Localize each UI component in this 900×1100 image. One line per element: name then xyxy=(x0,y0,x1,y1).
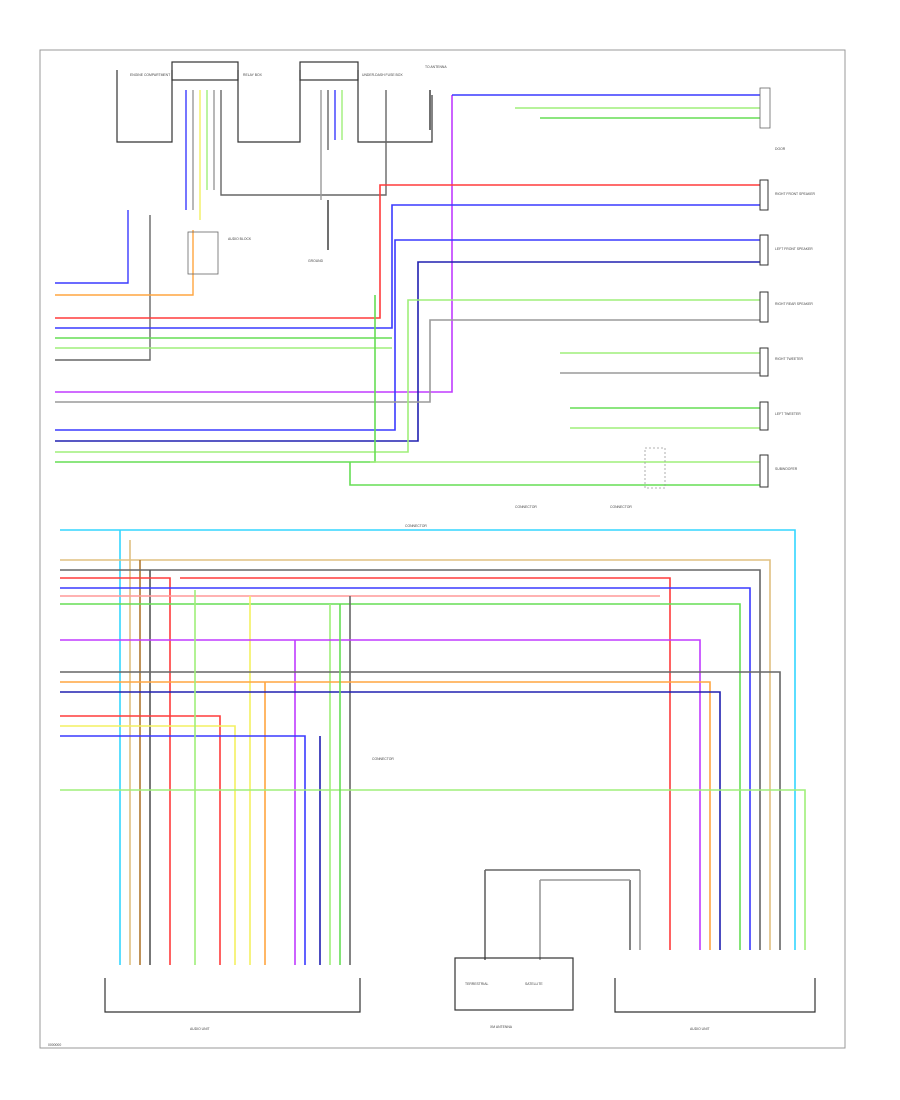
right-tweeter: RIGHT TWEETER xyxy=(759,347,803,377)
speaker-2: LEFT FRONT SPEAKER xyxy=(759,234,813,266)
footer-code: 0000000 xyxy=(48,1043,61,1047)
terrestrial-label: TERRESTRIAL xyxy=(465,982,488,986)
speaker-2-label: LEFT FRONT SPEAKER xyxy=(775,247,813,251)
junction-box xyxy=(644,447,666,489)
subwoofer: SUBWOOFER xyxy=(759,454,798,488)
module-left xyxy=(116,70,173,143)
connector-label: CONNECTOR xyxy=(372,757,394,761)
resistor-label: AUDIO BLOCK xyxy=(228,237,252,241)
speaker-3-label: RIGHT REAR SPEAKER xyxy=(775,302,813,306)
module-label-1: ENGINE COMPARTMENT xyxy=(130,73,170,77)
door-label: DOOR xyxy=(775,147,786,151)
left-tweeter-label: LEFT TWEETER xyxy=(775,412,801,416)
module-label-2: RELAY BOX xyxy=(243,73,263,77)
audio-unit-left-label: AUDIO UNIT xyxy=(190,1027,210,1031)
right-tweeter-label: RIGHT TWEETER xyxy=(775,357,803,361)
speaker-wiring-upper xyxy=(55,94,760,486)
top-modules: ENGINE COMPARTMENT RELAY BOX UNDER-DASH … xyxy=(116,61,447,143)
module-label-3: UNDER-DASH FUSE BOX xyxy=(362,73,403,77)
top-wiring: AUDIO BLOCK GROUND xyxy=(55,90,431,361)
speaker-1-label: RIGHT FRONT SPEAKER xyxy=(775,192,816,196)
speaker-1: RIGHT FRONT SPEAKER xyxy=(759,179,816,211)
audio-unit-left-box xyxy=(104,978,361,1013)
right-components: DOOR RIGHT FRONT SPEAKER LEFT FRONT SPEA… xyxy=(515,87,816,509)
module-right xyxy=(357,70,433,143)
door-connector: DOOR xyxy=(759,87,786,151)
satellite-label: SATELLITE xyxy=(525,982,543,986)
module-middle xyxy=(237,70,301,143)
center-connector-label-1: CONNECTOR xyxy=(515,505,537,509)
audio-unit-right-box xyxy=(614,978,816,1013)
speaker-3: RIGHT REAR SPEAKER xyxy=(759,291,813,323)
left-tweeter: LEFT TWEETER xyxy=(759,401,801,431)
lower-wiring: CONNECTOR CONNECTOR xyxy=(60,524,806,965)
antenna-note: TO ANTENNA xyxy=(425,65,447,69)
xm-antenna-box xyxy=(454,957,574,1011)
xm-antenna-label: XM ANTENNA xyxy=(490,1025,513,1029)
audio-unit-right-label: AUDIO UNIT xyxy=(690,1027,710,1031)
bottom-units: AUDIO UNIT TERRESTRIAL SATELLITE XM ANTE… xyxy=(48,957,816,1047)
diagram-frame xyxy=(39,49,846,1049)
center-connector-label-2: CONNECTOR xyxy=(610,505,632,509)
mid-connector-label: CONNECTOR xyxy=(405,524,427,528)
subwoofer-label: SUBWOOFER xyxy=(775,467,798,471)
ground-label: GROUND xyxy=(308,259,324,263)
